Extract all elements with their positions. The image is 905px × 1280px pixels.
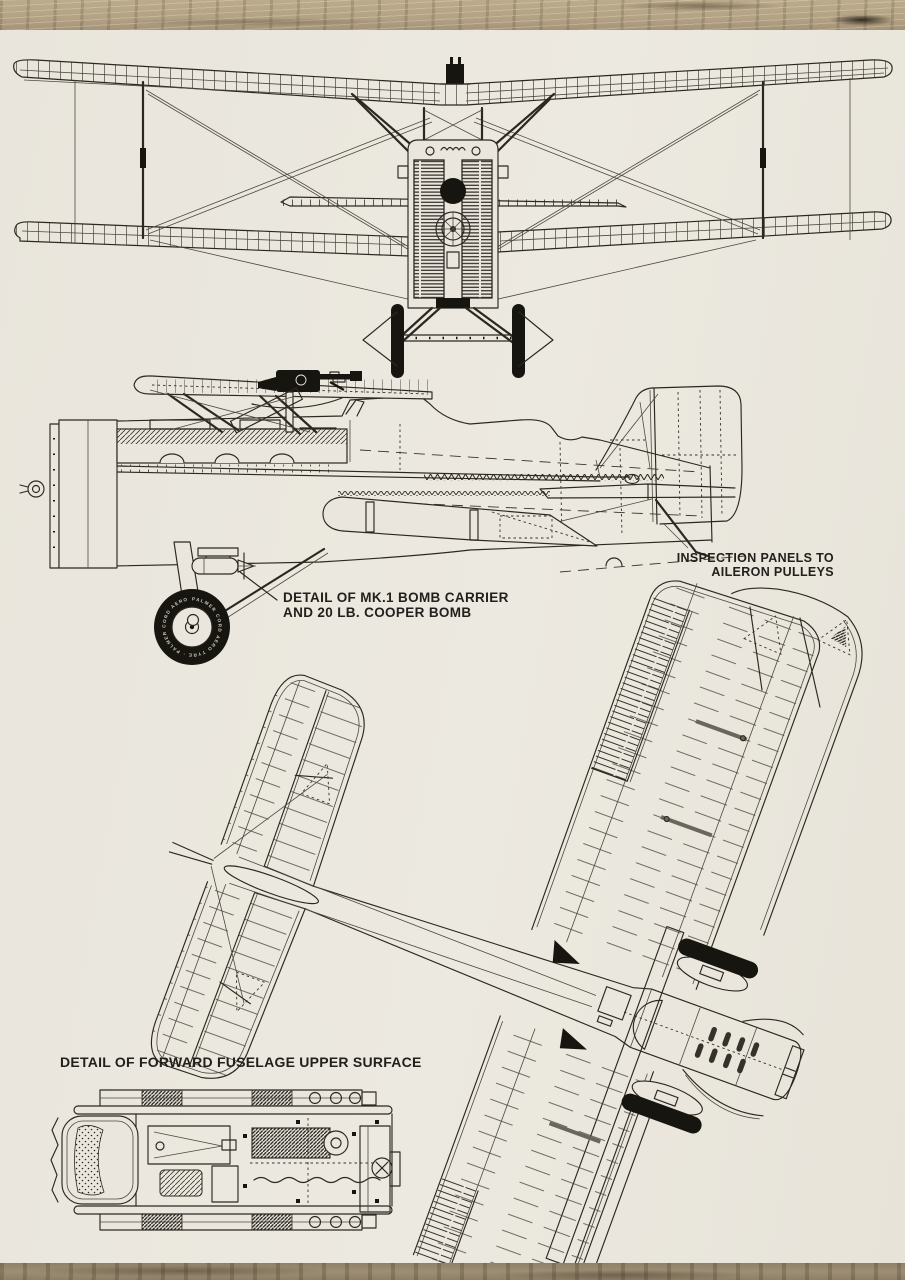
plan-wing-port [412,1015,655,1263]
bomb-leader-line [239,571,278,601]
plan-wing-starboard [531,579,821,990]
cowling-louvers [694,1026,760,1074]
detail-wing-stub-bottom [99,1212,363,1231]
side-upper-wing [133,370,433,436]
front-wheel-right [512,304,525,378]
detail-rear-cap [359,1125,401,1213]
bomb-caption-line2: AND 20 LB. COOPER BOMB [283,605,472,620]
radiator-front [774,1045,805,1100]
detail-engine [250,1118,384,1205]
plan-wheel-starboard [678,938,759,979]
side-lower-wing [322,491,598,547]
bomb-caption-line1: DETAIL OF MK.1 BOMB CARRIER [283,590,509,605]
side-tail [499,385,746,573]
port-aileron [413,1177,477,1263]
fuselage-detail-caption: DETAIL OF FORWARD FUSELAGE UPPER SURFACE [60,1054,422,1070]
lewis-gun [258,370,362,392]
inspection-panel-2 [817,618,851,656]
plan-wheel-port [621,1093,702,1134]
aileron-inspection-caption: INSPECTION PANELS TO AILERON PULLEYS [677,551,834,579]
detail-bolts [243,1120,379,1203]
detail-cockpit [50,1115,139,1205]
tail-skid-fairing [223,865,319,905]
side-engine [19,419,640,569]
aileron-caption-line1: INSPECTION PANELS TO [676,551,834,565]
cooper-bomb [191,547,256,580]
plan-wheels [621,938,759,1134]
plan-view [150,579,863,1263]
plan-fuselage [229,856,802,1101]
propeller-shaft [27,480,45,498]
detail-longeron-top [73,1105,393,1115]
plan-tailplane [150,674,365,1079]
front-view [13,57,893,383]
detail-longeron-bottom [73,1205,393,1215]
fuselage-detail-view [50,1089,401,1231]
front-landing-gear [362,304,554,378]
aileron-leader-line-2 [799,617,821,708]
aileron-leader-line-1 [749,606,763,691]
plan-nose [596,986,805,1120]
seat-wicker-stipple [74,1125,105,1196]
front-lower-wing-right [497,211,892,253]
bomb-carrier-caption: DETAIL OF MK.1 BOMB CARRIER AND 20 LB. C… [283,590,509,620]
wood-border-bottom [0,1263,905,1280]
propeller-boss [440,178,466,204]
front-fuselage [397,139,509,309]
detail-wing-stub-top [99,1089,363,1108]
front-lower-wing-left [14,221,409,257]
front-rigging-right [469,78,851,301]
fuselage-lacing [424,474,664,481]
cockpit-seat-stipple [632,999,663,1050]
front-rigging-left [74,80,437,301]
front-upper-wing [13,59,893,106]
detail-fittings [147,1125,239,1203]
front-wheel-disc [435,211,471,247]
starboard-aileron [591,597,688,781]
wood-border-top [0,0,905,30]
side-fuselage [59,395,713,568]
aileron-caption-line2: AILERON PULLEYS [711,565,834,579]
front-machine-gun [439,57,471,85]
plan-wing-upper-offset [731,587,863,936]
front-wheel-left [391,304,404,378]
